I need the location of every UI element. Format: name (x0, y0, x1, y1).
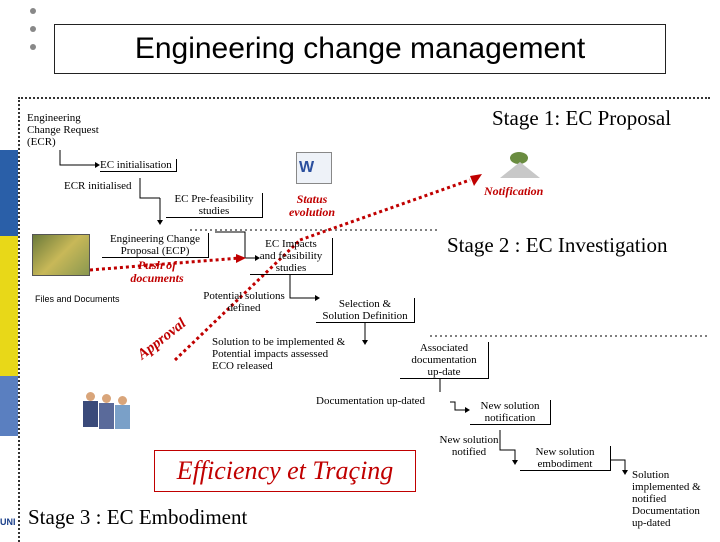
slide-bullet (30, 44, 36, 50)
slide-bullet (30, 8, 36, 14)
stage-3-heading: Stage 3 : EC Embodiment (28, 505, 248, 529)
efficiency-tracing-box: Efficiency et Traçing (154, 450, 416, 492)
stage-2-heading: Stage 2 : EC Investigation (447, 233, 668, 257)
selection-solution-box: Selection &Solution Definition (316, 298, 415, 323)
files-documents-label: Files and Documents (35, 294, 120, 304)
side-band-blue-low (0, 376, 18, 436)
slide-title: Engineering change management (54, 24, 666, 74)
diagram-frame (18, 97, 710, 542)
ecr-initialised-label: ECR initialised (64, 180, 132, 192)
side-band-blue (0, 150, 18, 236)
solution-implemented-label: Solution to be implemented &Potential im… (212, 336, 346, 372)
notification-label: Notification (484, 184, 544, 198)
ec-initialisation-box: EC initialisation (100, 159, 177, 172)
documentation-updated-label: Documentation up-dated (316, 395, 426, 407)
notification-icon (500, 152, 540, 180)
cad-model-image (32, 234, 90, 276)
slide-bullet (30, 26, 36, 32)
people-handshake-image (80, 392, 134, 434)
corner-text: UNI (0, 517, 16, 527)
side-band-yellow (0, 236, 18, 376)
word-document-icon: W (296, 152, 332, 184)
stage-1-heading: Stage 1: EC Proposal (492, 106, 672, 130)
